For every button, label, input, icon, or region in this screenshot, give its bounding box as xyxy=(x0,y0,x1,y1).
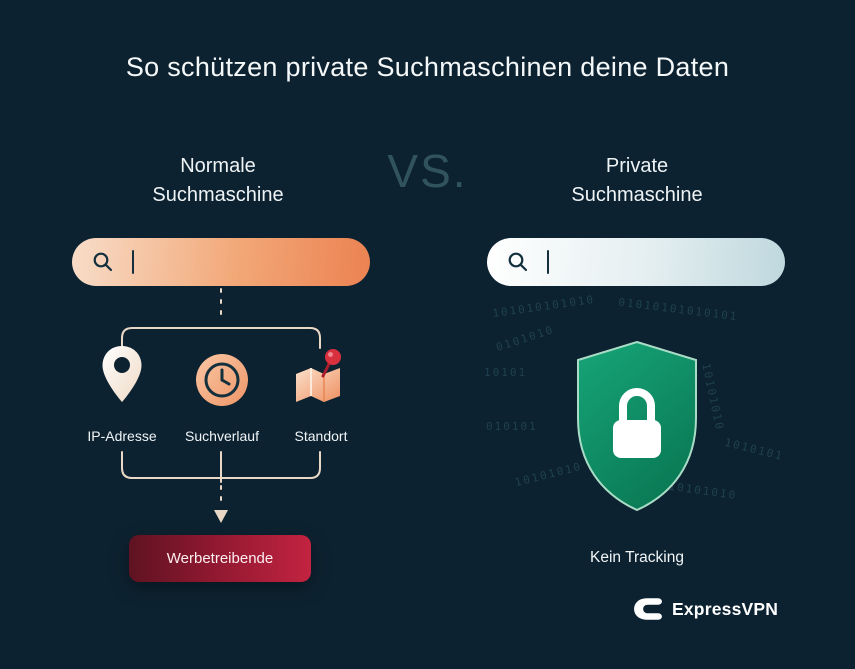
binary-digits: 10101 xyxy=(484,366,528,379)
binary-digits: 010101 xyxy=(486,420,538,433)
search-icon xyxy=(508,252,528,272)
arrowhead-icon xyxy=(214,510,228,523)
vs-label: VS. xyxy=(387,145,468,197)
location-pin-icon xyxy=(100,344,144,411)
normal-search-input[interactable] xyxy=(72,238,370,286)
brand-lockup: ExpressVPN xyxy=(633,597,778,621)
binary-digits: 101010101010 xyxy=(491,292,596,321)
page-title: So schützen private Suchmaschinen deine … xyxy=(125,52,730,82)
binary-digits: 1010101 xyxy=(723,435,786,464)
advertisers-badge: Werbetreibende xyxy=(129,535,311,582)
left-heading-line1: Normale xyxy=(180,155,256,177)
binary-digits: 01010101010101 xyxy=(617,295,740,324)
brand-name: ExpressVPN xyxy=(672,598,779,619)
text-cursor xyxy=(132,250,134,274)
shield-icon xyxy=(562,334,712,523)
flow-connector-lines xyxy=(121,288,321,523)
right-heading-line2: Suchmaschine xyxy=(571,184,703,206)
text-cursor xyxy=(547,250,549,274)
no-tracking-label: Kein Tracking xyxy=(590,549,684,566)
search-icon xyxy=(93,252,113,272)
brand-logo-icon xyxy=(634,598,662,620)
clock-icon xyxy=(194,352,250,413)
right-column-heading: Private Suchmaschine xyxy=(487,152,787,210)
binary-digits: 0101010 xyxy=(494,322,556,355)
item-label-location: Standort xyxy=(294,428,348,444)
map-pin-icon xyxy=(290,346,352,411)
item-label-search-history: Suchverlauf xyxy=(185,428,259,444)
private-search-input[interactable] xyxy=(487,238,785,286)
item-label-ip-address: IP-Adresse xyxy=(87,428,157,444)
left-column-heading: Normale Suchmaschine xyxy=(68,152,368,210)
right-heading-line1: Private xyxy=(605,155,669,177)
lock-icon xyxy=(613,388,661,458)
left-heading-line2: Suchmaschine xyxy=(152,184,284,206)
